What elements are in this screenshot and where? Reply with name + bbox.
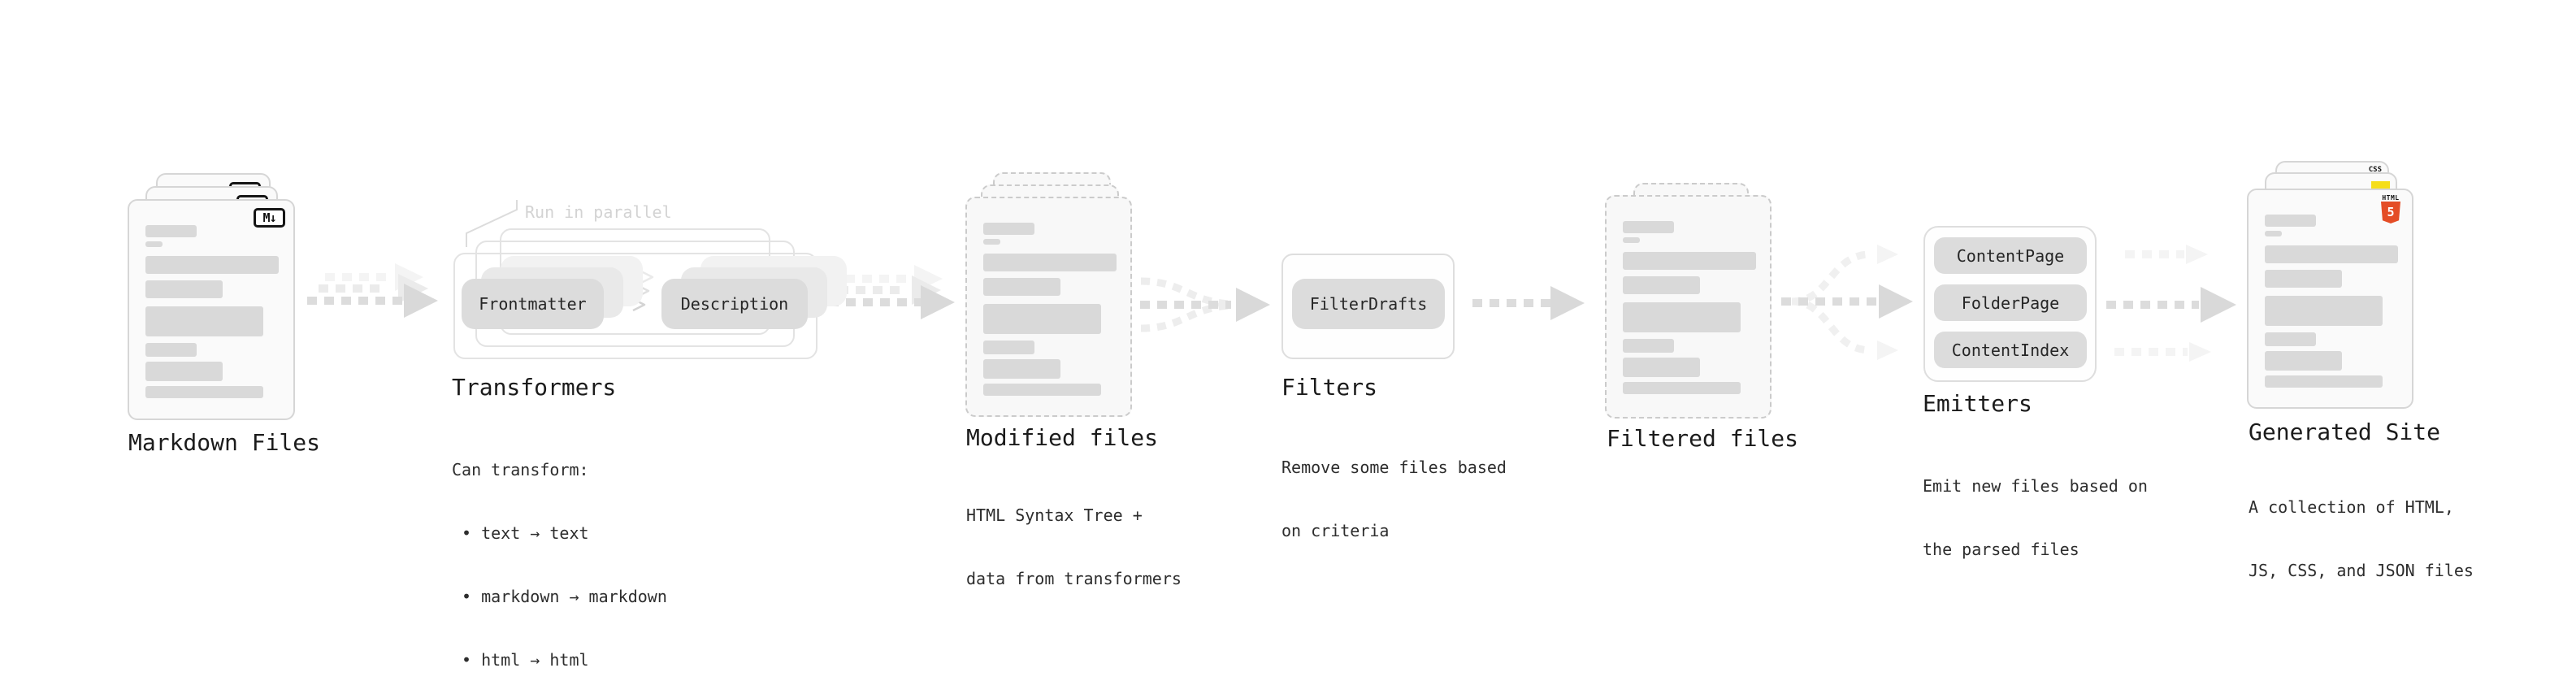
generated-site-description: A collection of HTML, JS, CSS, and JSON … bbox=[2249, 454, 2474, 623]
javascript-icon bbox=[2371, 181, 2390, 189]
html5-shield: 5 bbox=[2381, 202, 2400, 223]
content-line-bar bbox=[145, 280, 223, 298]
content-line-bar bbox=[1623, 302, 1741, 332]
arrow-emitters-to-generated bbox=[2106, 245, 2236, 362]
emitter-pill-folderpage: FolderPage bbox=[1934, 284, 2087, 321]
content-line-bar bbox=[983, 239, 1000, 245]
markdown-files-title: Markdown Files bbox=[128, 429, 321, 456]
content-line-bar bbox=[145, 256, 279, 274]
content-line-bar bbox=[983, 340, 1034, 354]
generated-site-page-html: HTML 5 bbox=[2247, 189, 2413, 409]
filters-title: Filters bbox=[1281, 374, 1378, 401]
desc-line: JS, CSS, and JSON files bbox=[2249, 561, 2474, 580]
desc-bullet: • text → text bbox=[462, 523, 589, 543]
content-line-bar bbox=[2265, 375, 2383, 388]
emitters-description: Emit new files based on the parsed files bbox=[1923, 433, 2148, 602]
desc-line: data from transformers bbox=[966, 569, 1182, 588]
content-line-bar bbox=[2265, 296, 2383, 326]
html5-icon: HTML 5 bbox=[2380, 194, 2401, 223]
content-line-bar bbox=[2265, 231, 2282, 236]
filterdrafts-pill: FilterDrafts bbox=[1292, 279, 1445, 329]
content-line-bar bbox=[983, 359, 1060, 379]
content-line-bar bbox=[145, 362, 223, 381]
content-line-bar bbox=[1623, 382, 1741, 394]
html5-number: 5 bbox=[2387, 205, 2395, 219]
filters-description: Remove some files based on criteria bbox=[1281, 414, 1507, 583]
content-line-bar bbox=[2265, 332, 2316, 346]
description-pill: Description bbox=[661, 279, 808, 329]
arrow-filters-to-filtered bbox=[1472, 286, 1585, 320]
desc-line: on criteria bbox=[1281, 521, 1390, 540]
generated-site-title: Generated Site bbox=[2249, 419, 2441, 445]
markdown-icon: M↓ bbox=[254, 208, 285, 228]
arrow-markdown-to-transformers bbox=[307, 263, 438, 318]
content-line-bar bbox=[1623, 339, 1674, 353]
content-line-bar bbox=[983, 304, 1101, 334]
content-line-bar bbox=[1623, 252, 1756, 270]
desc-line: HTML Syntax Tree + bbox=[966, 505, 1143, 525]
emitter-pill-contentindex: ContentIndex bbox=[1934, 332, 2087, 368]
content-line-bar bbox=[145, 343, 197, 357]
filtered-files-title: Filtered files bbox=[1607, 425, 1799, 452]
arrow-filtered-to-emitters bbox=[1781, 245, 1913, 360]
modified-file-page-front bbox=[965, 197, 1132, 417]
desc-line: Can transform: bbox=[452, 460, 589, 479]
desc-line: Remove some files based bbox=[1281, 458, 1507, 477]
content-line-bar bbox=[2265, 245, 2398, 263]
arrow-transformers-to-modified bbox=[829, 265, 955, 319]
content-line-bar bbox=[983, 278, 1060, 296]
content-line-bar bbox=[145, 306, 263, 336]
content-line-bar bbox=[1623, 237, 1640, 243]
emitter-pill-contentpage: ContentPage bbox=[1934, 237, 2087, 274]
content-line-bar bbox=[145, 386, 263, 398]
desc-line: A collection of HTML, bbox=[2249, 497, 2454, 517]
desc-bullet: • html → html bbox=[462, 650, 589, 670]
content-line-bar bbox=[1623, 276, 1700, 294]
content-line-bar bbox=[2265, 351, 2342, 371]
content-line-bar bbox=[983, 254, 1117, 271]
desc-line: Emit new files based on bbox=[1923, 476, 2148, 496]
frontmatter-pill: Frontmatter bbox=[462, 279, 604, 329]
markdown-file-page-front: M↓ bbox=[128, 199, 295, 420]
run-in-parallel-label: Run in parallel bbox=[525, 202, 672, 222]
modified-files-title: Modified files bbox=[966, 424, 1159, 451]
transformers-description: Can transform: • text → text • markdown … bbox=[452, 417, 667, 681]
content-line-bar bbox=[1623, 221, 1674, 233]
content-line-bar bbox=[1623, 358, 1700, 377]
transformers-title: Transformers bbox=[452, 374, 617, 401]
filtered-file-page-front bbox=[1605, 195, 1772, 419]
emitters-title: Emitters bbox=[1923, 390, 2032, 417]
desc-line: the parsed files bbox=[1923, 540, 2079, 559]
content-line-bar bbox=[2265, 270, 2342, 288]
content-line-bar bbox=[983, 223, 1034, 235]
content-line-bar bbox=[145, 241, 163, 247]
content-line-bar bbox=[145, 225, 197, 237]
desc-bullet: • markdown → markdown bbox=[462, 587, 667, 606]
modified-files-description: HTML Syntax Tree + data from transformer… bbox=[966, 462, 1182, 631]
arrow-modified-to-filters bbox=[1140, 277, 1270, 332]
content-line-bar bbox=[983, 384, 1101, 396]
content-line-bar bbox=[2265, 215, 2316, 227]
html5-word: HTML bbox=[2382, 194, 2400, 202]
